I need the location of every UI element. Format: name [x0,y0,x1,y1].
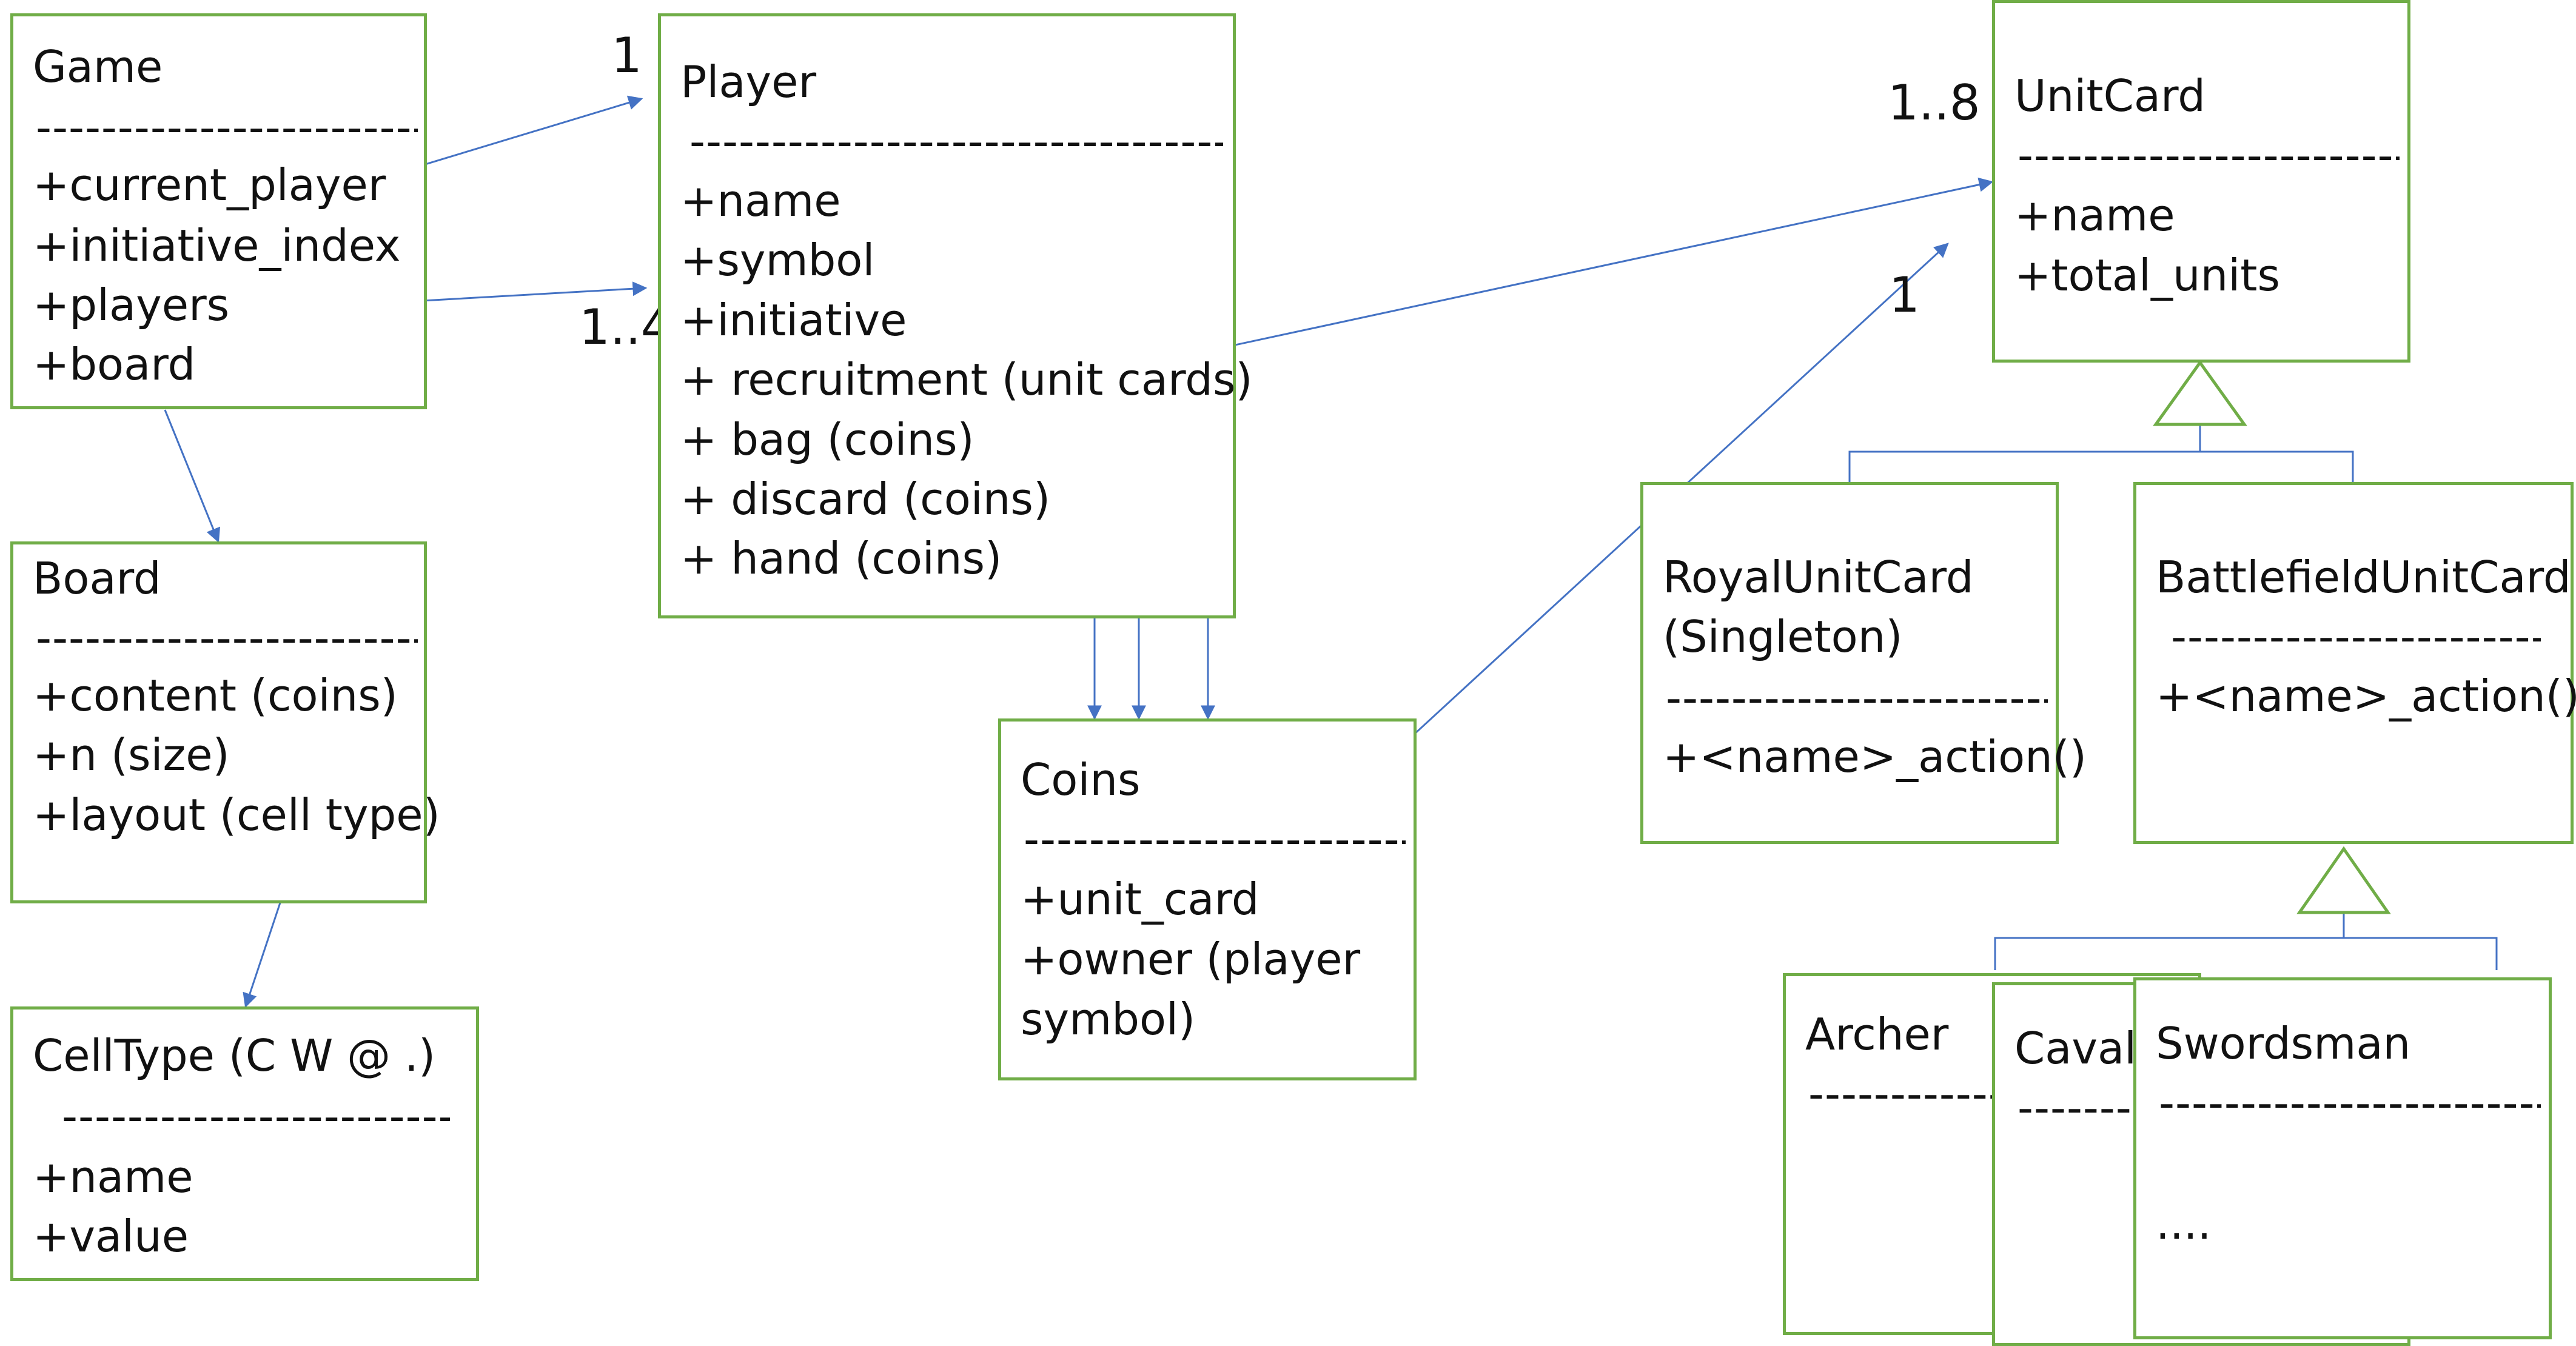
attribute: +players [33,280,230,330]
multiplicity-player-many: 1..4 [579,299,672,355]
attribute: +initiative_index [33,220,401,271]
class-name: Player [680,56,817,107]
attribute: +name [33,1151,193,1202]
attribute: + discard (coins) [680,474,1051,524]
association-recruitment [1209,177,1994,352]
class-name: Swordsman [2156,1018,2411,1069]
attribute: + hand (coins) [680,533,1002,584]
class-separator: ------------------------ [2171,615,2541,658]
attribute: +total_units [2014,250,2280,301]
generalization-triangle-battlefield [2296,846,2391,914]
inheritance-tree-battlefield [1994,937,2498,970]
class-board: Board ------------------------ +content … [10,541,440,903]
attribute: +unit_card [1021,874,1259,925]
attribute: + recruitment (unit cards) [680,354,1253,405]
class-battlefieldunitcard: BattlefieldUnitCard --------------------… [2133,482,2576,844]
attribute: +name [680,175,841,226]
attribute: + bag (coins) [680,414,974,465]
attribute: +current_player [33,159,386,210]
attribute: +name [2014,190,2175,241]
class-coins: Coins ------------------------ +unit_car… [998,718,1417,1080]
class-name: Board [33,553,161,604]
class-separator: ------------------------ [1666,676,2048,720]
inheritance-tree-unitcard [1848,450,2354,482]
class-separator: ------------------------ [62,1094,450,1138]
method: +<name>_action() [1663,731,2087,782]
class-name: Coins [1021,754,1141,805]
association-board [164,409,221,543]
class-separator: ----------------------------------- [689,119,1223,163]
attribute: +owner (player [1021,934,1361,985]
class-separator: ------------------------ [2159,1081,2541,1125]
generalization-triangle-unitcard [2153,360,2247,426]
class-name: UnitCard [2014,70,2205,121]
class-game: Game ------------------------ +current_p… [10,13,427,409]
class-name: Cavalr [2014,1023,2155,1074]
class-separator: ------------------------ [36,105,418,149]
class-name: CellType (C W @ .) [33,1030,436,1081]
method-placeholder: .... [2156,1198,2212,1249]
class-separator: ------------------------ [2018,133,2400,177]
multiplicity-unitcard-many: 1..8 [1888,75,1981,131]
attribute: +symbol [680,235,875,286]
attribute: +layout (cell type) [33,789,440,840]
class-name: Game [33,41,163,92]
class-royalunitcard: RoyalUnitCard (Singleton) --------------… [1640,482,2087,844]
attribute: +board [33,339,196,390]
multiplicity-player-one: 1 [611,27,642,84]
class-separator: ------------------------ [1024,817,1406,861]
class-name: BattlefieldUnitCard [2156,552,2571,603]
multiplicity-unitcard-one: 1 [1889,267,1920,323]
class-separator: ------------------------ [36,616,418,660]
class-name: RoyalUnitCard [1663,552,1974,603]
class-unitcard: UnitCard ------------------------ +name … [1992,0,2410,363]
class-swordsman: Swordsman ------------------------ .... [2133,977,2552,1339]
class-name: Archer [1805,1009,1949,1060]
method: +<name>_action() [2156,671,2576,722]
class-celltype: CellType (C W @ .) ---------------------… [10,1006,479,1281]
attribute: symbol) [1021,994,1196,1045]
class-name-stereotype: (Singleton) [1663,611,1903,662]
attribute: +n (size) [33,729,230,780]
attribute: +value [33,1211,189,1262]
attribute: +initiative [680,295,907,346]
class-player: Player ---------------------------------… [658,13,1253,618]
attribute: +content (coins) [33,670,398,721]
